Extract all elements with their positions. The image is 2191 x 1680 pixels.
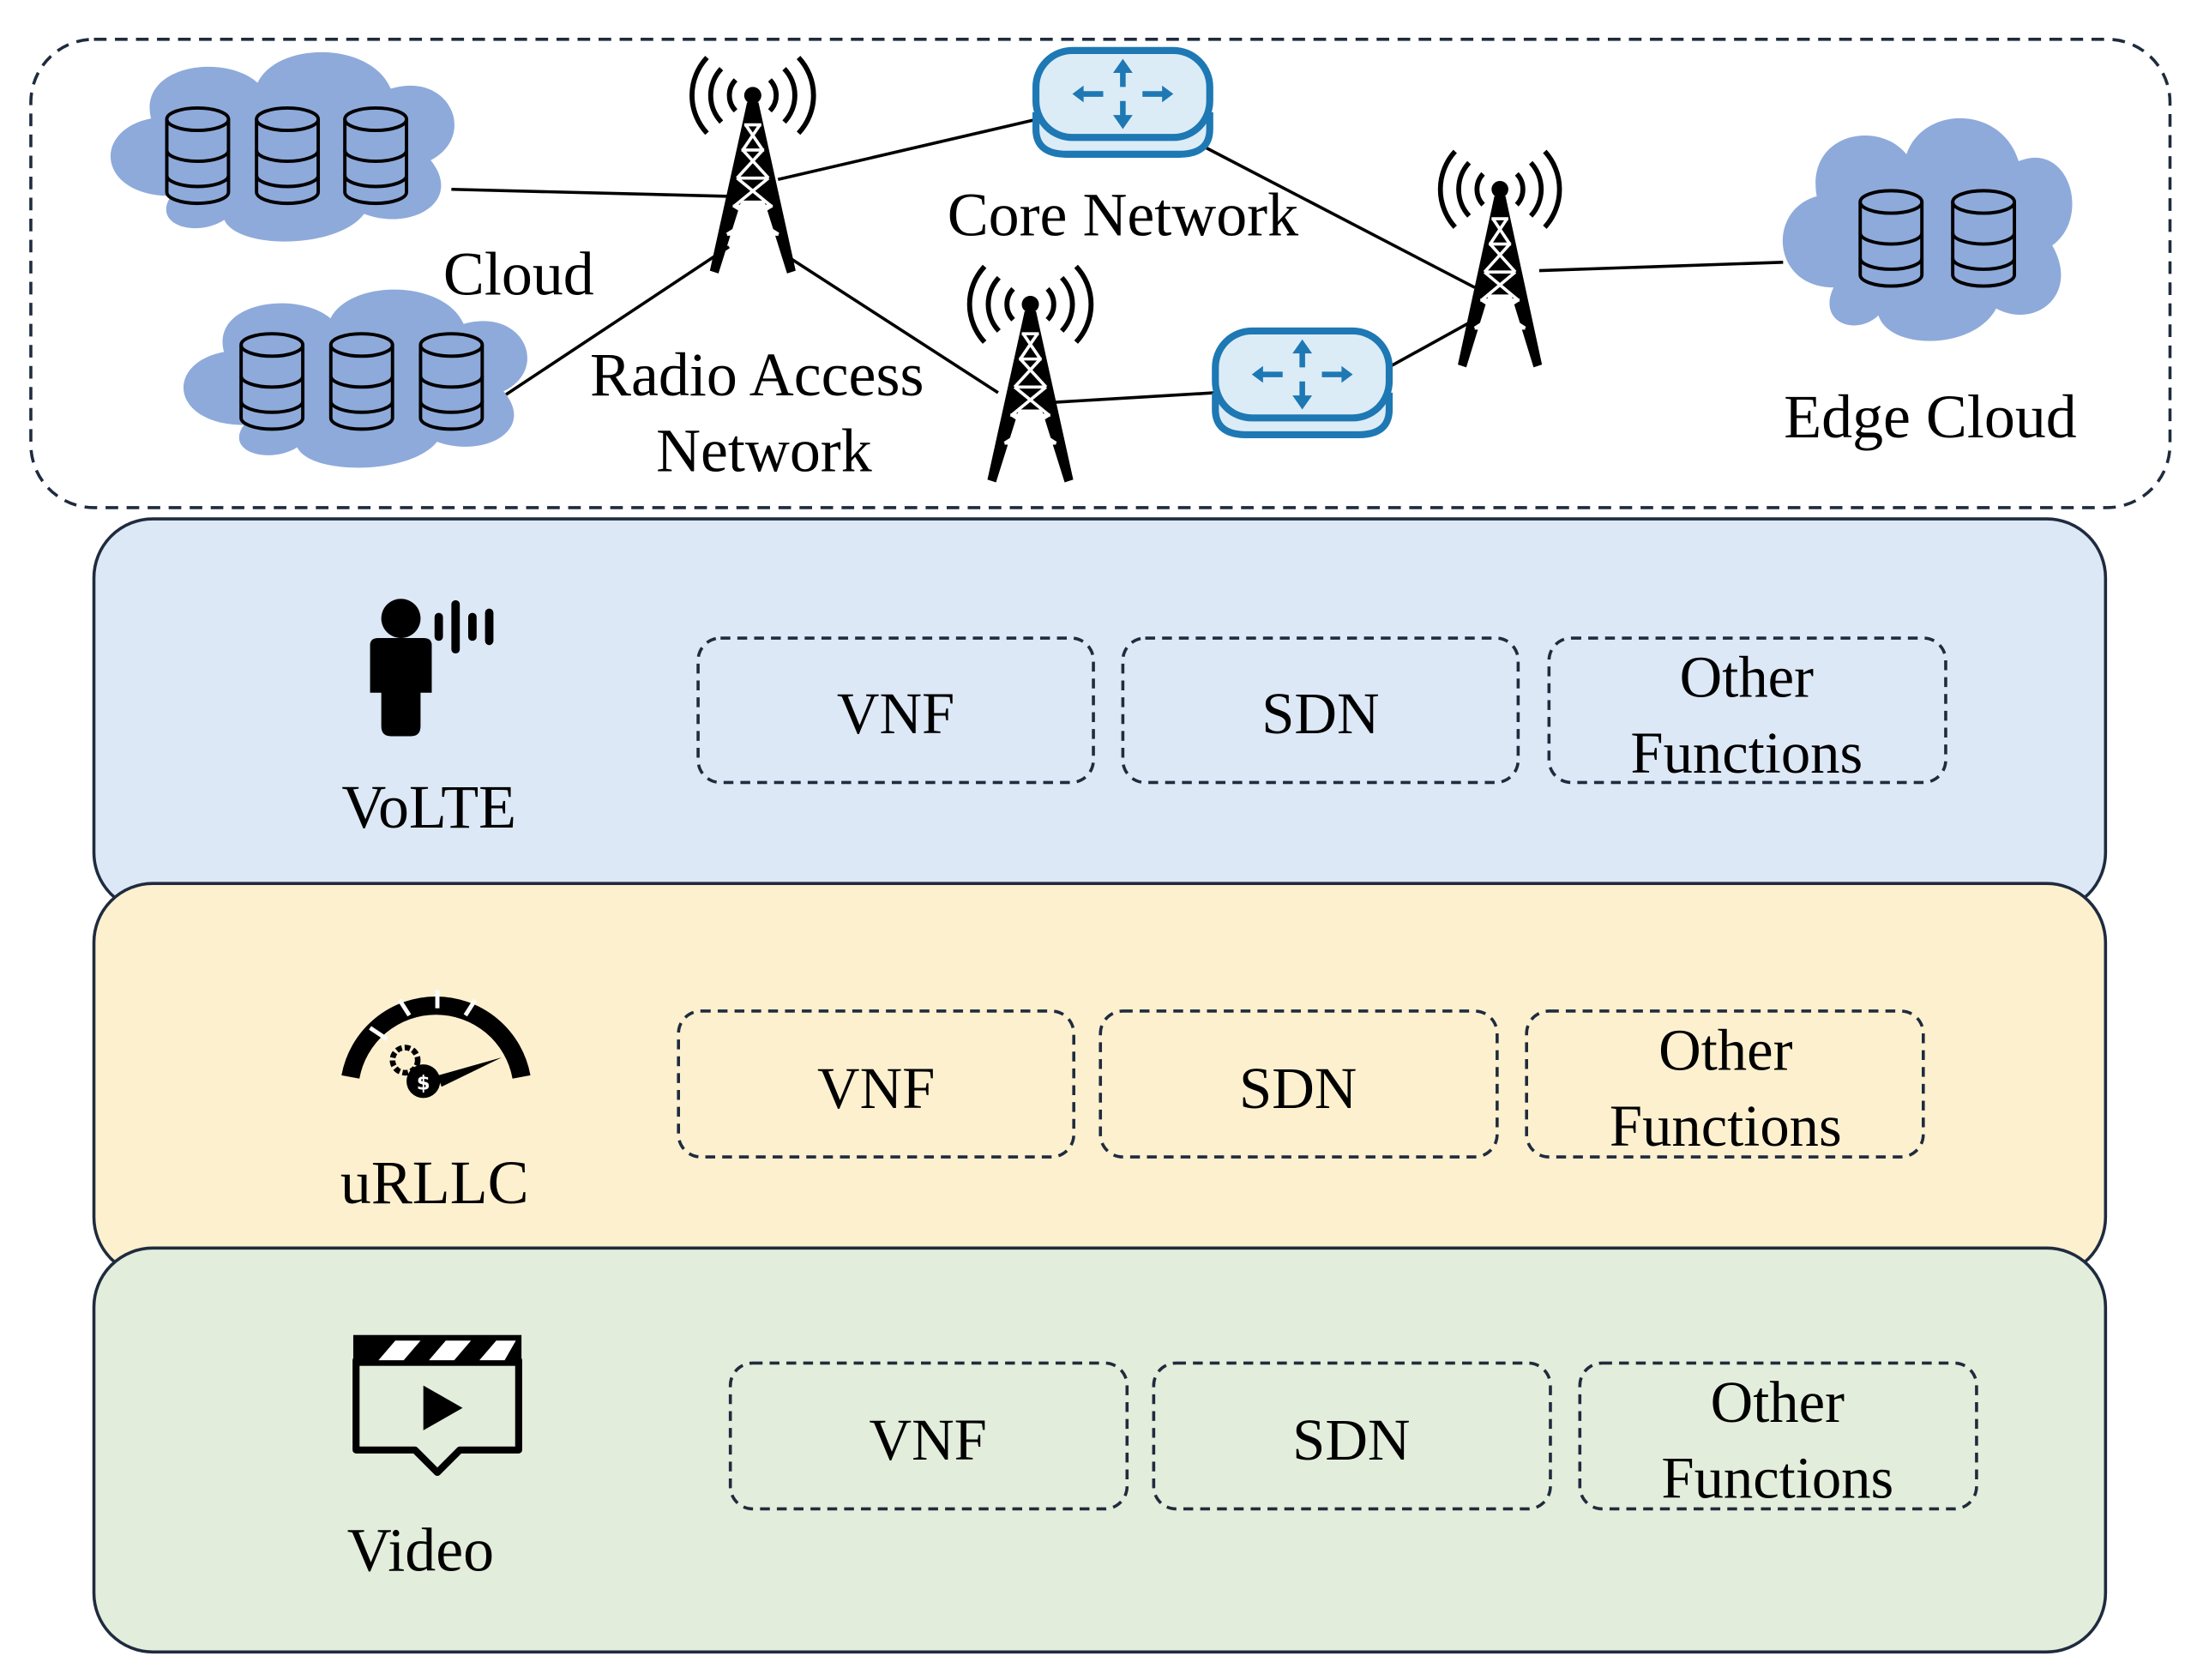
function-label-other-line2: Functions — [1610, 1093, 1842, 1159]
link-cloud-bottom-ran — [503, 245, 731, 397]
link-ran-core — [777, 117, 1038, 182]
slice-label-video: Video — [347, 1515, 494, 1584]
ran-label-line1: Radio Access — [590, 340, 924, 409]
function-label-other-line2: Functions — [1661, 1445, 1893, 1510]
slice-panel-video — [92, 1246, 2108, 1654]
voice-user-icon — [370, 599, 494, 737]
cloud-icon — [110, 51, 454, 242]
function-label-vnf: VNF — [870, 1407, 987, 1472]
cloud-icon — [183, 289, 527, 468]
link-router2-tower3 — [1380, 318, 1476, 373]
function-box-sdn — [1121, 636, 1520, 785]
function-box-sdn — [1099, 1009, 1499, 1159]
link-ran-tower2 — [791, 258, 999, 394]
link-tower2-router2 — [1050, 391, 1218, 405]
function-label-sdn: SDN — [1239, 1056, 1357, 1121]
function-box-other — [1547, 636, 1947, 785]
network-boundary — [29, 37, 2172, 509]
function-box-sdn — [1152, 1361, 1552, 1511]
slice-label-volte: VoLTE — [341, 773, 516, 841]
svg-text:$: $ — [417, 1073, 430, 1095]
cloud-label: Cloud — [443, 239, 594, 308]
router-icon — [1215, 331, 1389, 435]
function-box-other — [1525, 1009, 1925, 1159]
radio-tower-icon — [692, 57, 814, 274]
function-label-vnf: VNF — [837, 681, 954, 746]
function-label-sdn: SDN — [1261, 681, 1379, 746]
ran-label-line2: Network — [656, 416, 872, 485]
slice-label-urllc: uRLLC — [340, 1148, 529, 1217]
radio-tower-icon — [970, 267, 1092, 483]
core-network-label: Core Network — [948, 181, 1298, 250]
video-clapper-icon — [352, 1334, 522, 1477]
link-core-tower3 — [1190, 138, 1476, 289]
function-label-other-line1: Other — [1711, 1370, 1845, 1435]
function-label-sdn: SDN — [1292, 1407, 1410, 1472]
link-cloud-top-ran — [451, 187, 730, 198]
radio-tower-icon — [1441, 152, 1560, 368]
edge-cloud-icon — [1782, 117, 2073, 341]
function-label-other-line2: Functions — [1630, 720, 1863, 786]
link-tower3-edge — [1538, 260, 1784, 273]
function-label-other-line1: Other — [1680, 645, 1814, 710]
speedometer-icon: $ — [341, 990, 531, 1099]
router-icon — [1036, 51, 1210, 154]
function-box-other — [1578, 1361, 1978, 1511]
edge-cloud-label: Edge Cloud — [1784, 382, 2077, 451]
function-label-other-line1: Other — [1658, 1018, 1792, 1083]
function-label-vnf: VNF — [817, 1056, 935, 1121]
function-box-vnf — [696, 636, 1095, 785]
network-links — [451, 117, 1784, 405]
function-box-vnf — [728, 1361, 1129, 1511]
function-box-vnf — [677, 1009, 1075, 1159]
